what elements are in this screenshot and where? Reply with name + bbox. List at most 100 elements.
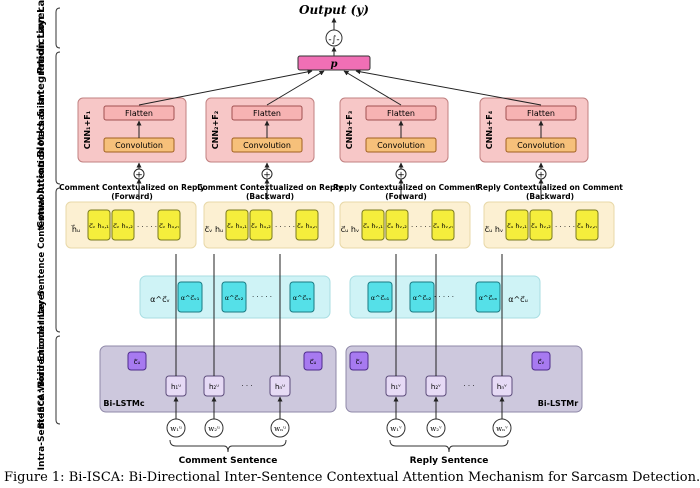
output-label: Output (y): [299, 3, 369, 17]
cnn-block-name: CNN₃+F₃: [345, 110, 354, 149]
prediction-bracket: [55, 7, 61, 49]
attention-cell-label: α^c⃗ᵤ₂: [413, 294, 432, 302]
sentence-label: Comment Sentence: [179, 456, 278, 466]
context-title: Comment Contextualized on Reply: [59, 183, 205, 192]
context-title: Comment Contextualized on Reply: [197, 183, 343, 192]
plus-symbol: +: [135, 171, 143, 181]
hidden-state-label: h₁ᵘ: [171, 383, 181, 391]
attention-cell: [221, 281, 247, 313]
flatten-box: [365, 105, 437, 121]
context-vector-label: c⃗ᵤ: [310, 358, 317, 366]
word-label: wₙᵛ: [496, 425, 508, 433]
ellipsis: · · · · ·: [252, 293, 272, 301]
context-cell: [431, 209, 455, 241]
flow-arrow: [266, 70, 325, 106]
attention-cell: [367, 281, 393, 313]
context-cell-label: c⃗ᵤ hᵥ,₁: [363, 222, 383, 230]
convolution-layer-label: Convolution Blocks & Integration Layer: [36, 7, 47, 228]
context-side-label: c⃗ᵤ hᵥ: [341, 225, 360, 234]
context-vector-cell: [127, 351, 147, 371]
attention-cell: [475, 281, 501, 313]
attention-cell-label: α^c⃗ᵤₙ: [479, 294, 498, 302]
flatten-label: Flatten: [253, 109, 281, 118]
attention-cell-label: α^c⃗ᵥₙ: [293, 294, 312, 302]
word-label: wₙᵘ: [274, 425, 286, 433]
word-label: w₁ᵘ: [170, 425, 182, 433]
context-cell: [505, 209, 529, 241]
cnn-block-name: CNN₄+F₄: [485, 110, 494, 149]
flow-arrow: [138, 69, 313, 106]
context-cell-label: c⃖ᵤ hᵥ,ₙ: [577, 222, 597, 230]
attention-label: α^c⃗ᵥ: [150, 295, 170, 304]
cnn-block-name: CNN₂+F₂: [211, 110, 220, 149]
context-subtitle: (Backward): [526, 192, 574, 201]
context-cell-label: c⃗ᵤ hᵥ,ₙ: [433, 222, 453, 230]
context-subtitle: (Forward): [385, 192, 427, 201]
context-cell-label: c⃗ᵥ hᵤ,₂: [113, 222, 133, 230]
context-title: Reply Contextualized on Comment: [477, 183, 623, 192]
context-cell: [295, 209, 319, 241]
context-cell-label: c⃖ᵤ hᵥ,₁: [507, 222, 527, 230]
sentence-brace: [169, 439, 287, 453]
context-subtitle: (Backward): [246, 192, 294, 201]
context-vector-label: c⃗ᵥ: [538, 358, 545, 366]
sentence-brace: [389, 439, 509, 453]
encoder-layer-label: Intra-Sentence Word Encoder Layer: [37, 289, 47, 470]
ellipsis: · · · · ·: [275, 223, 295, 231]
context-cell: [529, 209, 553, 241]
attention-cell-label: α^c⃗ᵥ₂: [225, 294, 244, 302]
sentence-label: Reply Sentence: [410, 456, 489, 466]
context-cell-label: c⃖ᵥ hᵤ,ₙ: [297, 222, 317, 230]
p-label: p: [331, 59, 338, 70]
ellipsis: · · · · ·: [411, 223, 431, 231]
convolution-label: Convolution: [115, 141, 163, 150]
architecture-diagram: Prediction Layer Convolution Blocks & In…: [36, 0, 623, 470]
context-side-label: h⃗ᵤ: [71, 224, 80, 234]
context-cell-label: c⃗ᵥ hᵤ,₁: [89, 222, 109, 230]
hidden-state-label: h₂ᵘ: [209, 383, 219, 391]
context-vector-cell: [349, 351, 369, 371]
context-groups: Comment Contextualized on Reply (Forward)…: [59, 178, 623, 249]
context-cell: [361, 209, 385, 241]
context-cell: [157, 209, 181, 241]
convolution-bracket: [55, 51, 61, 185]
context-side-label: c⃖ᵥ hᵤ: [205, 225, 224, 234]
context-vector-label: c⃖ᵤ: [134, 358, 141, 366]
ellipsis: · · · · ·: [137, 223, 157, 231]
context-cell-label: c⃖ᵥ hᵤ,₁: [227, 222, 247, 230]
context-cell: [575, 209, 599, 241]
context-cell: [87, 209, 111, 241]
context-title: Reply Contextualized on Comment: [333, 183, 479, 192]
encoder-bracket: [55, 335, 61, 425]
flatten-box: [505, 105, 577, 121]
context-cell-label: c⃖ᵥ hᵤ,₂: [251, 222, 271, 230]
context-vector-cell: [531, 351, 551, 371]
context-cell: [225, 209, 249, 241]
flatten-box: [231, 105, 303, 121]
flatten-label: Flatten: [527, 109, 555, 118]
encoder-name: Bi-LSTMr: [538, 399, 578, 408]
context-cell: [111, 209, 135, 241]
context-cell: [385, 209, 409, 241]
plus-symbol: +: [537, 171, 545, 181]
flatten-box: [103, 105, 175, 121]
attention-layer-label: Bi-ISCA: Bidirectional Inter-Sentence Co…: [37, 91, 47, 428]
ellipsis: · · · · ·: [555, 223, 575, 231]
figure-caption: Figure 1: Bi-ISCA: Bi-Directional Inter-…: [4, 470, 700, 485]
attention-cell: [409, 281, 435, 313]
ellipsis: · · ·: [241, 382, 252, 390]
word-label: w₁ᵛ: [390, 425, 402, 433]
hidden-state-label: hₙᵛ: [497, 383, 507, 391]
context-vector-cell: [303, 351, 323, 371]
sigmoid-symbol: -∫-: [328, 35, 339, 45]
flow-arrow: [343, 70, 402, 106]
